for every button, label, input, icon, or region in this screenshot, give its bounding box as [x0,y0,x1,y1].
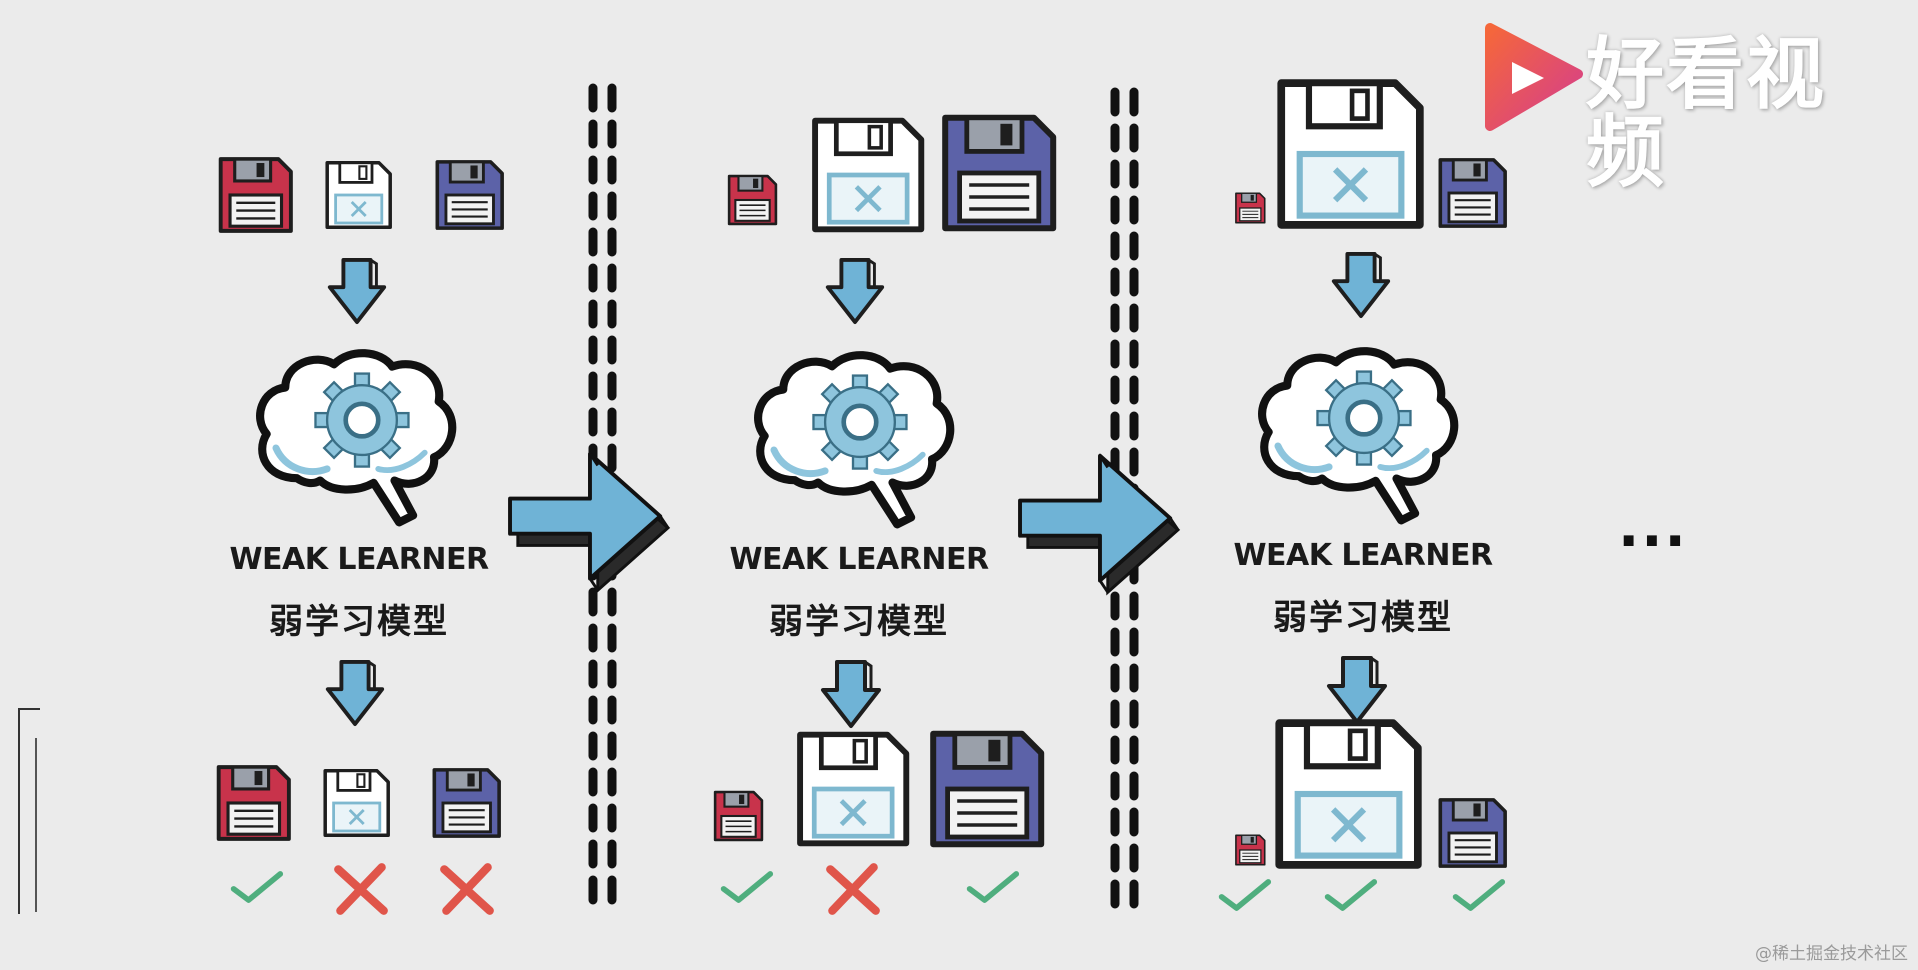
floppy-disk-icon [713,790,764,842]
floppy-disk-icon [933,734,1041,844]
cross-icon [444,867,489,910]
floppy-disk-icon [1438,158,1507,228]
panel-1 [216,157,504,911]
down-arrow-icon [823,662,879,726]
floppy-disk-icon [432,768,501,838]
right-arrow-icon [508,451,670,593]
panel-3 [1222,83,1507,908]
floppy-disk-icon [216,765,291,841]
cross-icon [338,867,383,910]
panel-1-title: WEAK LEARNER [229,542,489,577]
floppy-disk-icon [727,174,778,226]
floppy-disk-icon [945,118,1053,228]
floppy-disk-icon [323,769,390,837]
edge-mark-line [35,738,37,912]
panel-2 [713,118,1053,911]
brain-gear-icon [1262,351,1454,520]
floppy-disk-icon [1438,798,1507,868]
floppy-disk-icon [1235,192,1266,224]
down-arrow-icon [828,260,882,322]
brand-watermark: 好看视频 [1478,22,1898,192]
panel-1-subtitle: 弱学习模型 [269,602,449,642]
down-arrow-icon [328,662,382,724]
floppy-disk-icon [1279,723,1418,865]
down-arrow-icon [330,260,384,322]
panel-2-title: WEAK LEARNER [729,542,989,577]
check-icon [1222,882,1269,908]
panel-3-title: WEAK LEARNER [1233,538,1493,573]
floppy-disk-icon [815,121,921,230]
floppy-disk-icon [1235,834,1266,866]
floppy-disk-icon [435,160,504,230]
play-logo-icon [1485,23,1583,131]
down-arrow-icon [1329,658,1385,722]
edge-mark [18,708,40,914]
check-icon [234,874,281,900]
check-icon [970,874,1017,900]
brain-gear-icon [260,353,452,522]
brain-gear-icon [758,355,950,524]
check-icon [1328,882,1375,908]
down-arrow-icon [1334,254,1388,316]
right-arrow-icon [1018,453,1180,595]
check-icon [1456,882,1503,908]
check-icon [724,874,771,900]
floppy-disk-icon [218,157,293,233]
source-watermark: @稀土掘金技术社区 [1755,944,1908,964]
floppy-disk-icon [800,735,906,844]
cross-icon [830,867,875,910]
panel-2-subtitle: 弱学习模型 [769,602,949,642]
floppy-disk-icon [325,161,392,229]
brand-name: 好看视频 [1586,30,1827,198]
panel-3-subtitle: 弱学习模型 [1273,598,1453,638]
continuation-ellipsis: ... [1618,495,1688,560]
floppy-disk-icon [1281,83,1420,225]
